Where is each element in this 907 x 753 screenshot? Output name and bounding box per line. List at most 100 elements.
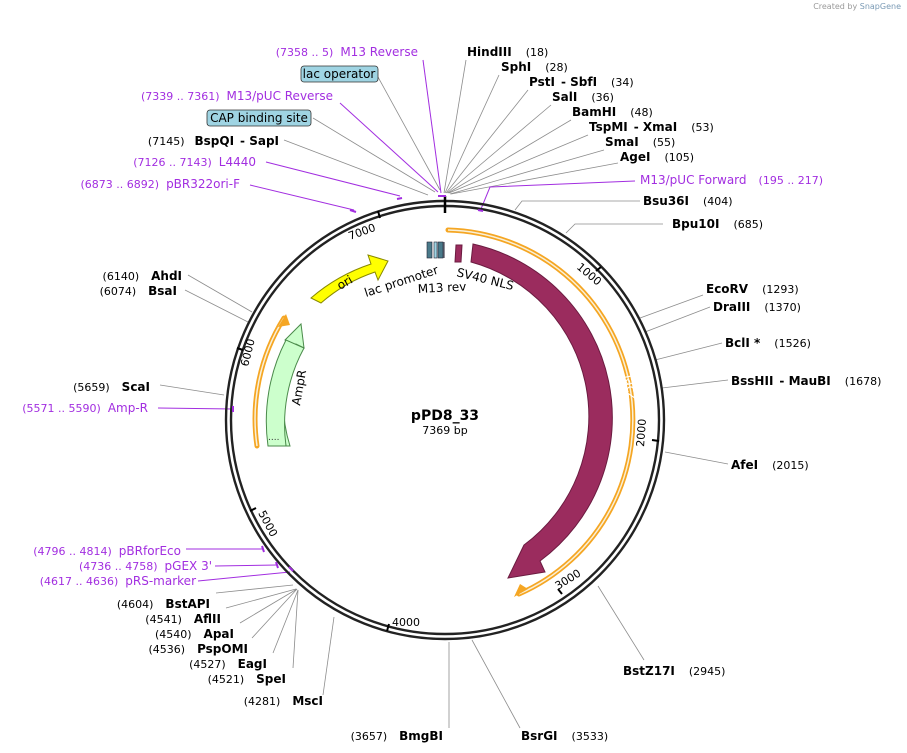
leader-sali (446, 104, 552, 194)
orange-arc-ampr-core (254, 317, 285, 447)
tick-7000 (377, 210, 381, 219)
enzyme-aflii: (4541)AflII (145, 612, 221, 626)
enzyme-pspomi: (4536)PspOMI (148, 642, 248, 656)
enzyme-bsu36i: Bsu36I(404) (643, 194, 733, 208)
primer-mark-pbrforeco (261, 545, 265, 553)
tick-3000 (557, 588, 563, 595)
leader-tspmi (448, 134, 589, 194)
enzyme-scai: (5659)ScaI (73, 380, 150, 394)
leader-scai (159, 384, 225, 396)
primer-prs-marker: (4617 .. 4636)pRS-marker (40, 574, 196, 588)
tick-label-7000: 7000 (347, 221, 378, 243)
leader-smai (449, 149, 605, 195)
enzyme-apai: (4540)ApaI (155, 627, 234, 641)
primer-pbr322ori: (6873 .. 6892)pBR322ori-F (81, 177, 241, 191)
ampr-body (265, 339, 305, 447)
leader-afei (664, 451, 729, 465)
enzyme-bspqi-sapi: (7145)BspQI- SapI (148, 134, 279, 148)
ori-label: ori (335, 273, 356, 293)
leader-ecorv (639, 294, 704, 319)
leader-ahdi (187, 274, 253, 313)
leader-hindiii (443, 59, 467, 194)
plasmid-name: pPD8_33 (411, 408, 479, 424)
orange-arc-lacz-head (514, 584, 528, 597)
leader-pspomi (251, 588, 298, 639)
leader-pbr322ori (249, 184, 355, 211)
primer-marks (232, 195, 484, 572)
leader-bstz17i (597, 585, 645, 661)
leader-draiii (644, 306, 711, 333)
credit-prefix: Created by (813, 2, 858, 11)
enzyme-afei: AfeI(2015) (731, 458, 809, 472)
leader-bstapi (215, 584, 294, 594)
primer-leader-lines (157, 59, 636, 582)
lac-operator-block (433, 241, 438, 259)
leader-bpu10i (565, 223, 663, 234)
primer-mark-m13fwd (477, 209, 484, 212)
enzyme-bcli: BclI *(1526) (725, 336, 811, 350)
enzyme-ecorv: EcoRV(1293) (706, 282, 799, 296)
lacz-label: lacZ (622, 373, 639, 401)
primer-mark-prs (288, 566, 294, 572)
leader-bcli (654, 342, 723, 361)
leader-prs (197, 571, 291, 582)
enzyme-tspmi-xmai: TspMI- XmaI(53) (589, 120, 714, 134)
leader-l4440 (265, 161, 401, 197)
plasmid-length: 7369 bp (422, 424, 467, 437)
leader-apai (239, 588, 298, 624)
cap-site-block (426, 241, 433, 259)
enzyme-bsrgi: BsrGI(3533) (521, 729, 608, 743)
primer-m13puc-forward: M13/pUC Forward(195 .. 217) (640, 173, 823, 187)
primer-mark-l4440 (396, 197, 403, 200)
tick-label-2000: 2000 (634, 418, 649, 447)
leader-sphi (444, 74, 500, 194)
lac-promoter-block (437, 241, 444, 259)
leader-bsrgi (471, 639, 521, 729)
credit-brand: SnapGene (859, 2, 901, 11)
primer-pbrforeco: (4796 .. 4814)pBRforEco (33, 544, 181, 558)
enzyme-bamhi: BamHI(48) (572, 105, 653, 119)
orange-arc-ampr-head (278, 314, 290, 327)
orange-arc-lacz-core (447, 229, 634, 595)
leader-eagi (272, 589, 299, 654)
leader-cap (312, 117, 436, 193)
primer-mark-pbr322 (349, 209, 357, 213)
leader-bsai (184, 289, 249, 323)
primer-mark-pgex (275, 561, 279, 569)
tick-5000 (249, 507, 257, 512)
enzyme-sali: SalI(36) (552, 90, 614, 104)
enzyme-bstapi: (4604)BstAPI (117, 597, 210, 611)
tick-label-4000: 4000 (392, 616, 420, 629)
leader-msci (322, 616, 335, 696)
snapgene-credit: Created by SnapGene (813, 2, 901, 11)
enzyme-draiii: DraIII(1370) (713, 300, 801, 314)
primer-l4440: (7126 .. 7143)L4440 (133, 155, 256, 169)
leader-bsshii (661, 379, 729, 389)
tick-1000 (595, 266, 602, 272)
enzyme-eagi: (4527)EagI (189, 657, 267, 671)
leader-bamhi (447, 119, 572, 194)
tick-4000 (386, 623, 390, 632)
enzyme-spei: (4521)SpeI (208, 672, 286, 686)
enzyme-bsshii-maubi: BssHII- MauBI(1678) (731, 374, 881, 388)
leader-bsu36i (514, 200, 640, 211)
enzyme-bmgbi: (3657)BmgBI (351, 729, 443, 743)
cap-binding-box (206, 109, 312, 127)
enzyme-smai: SmaI(55) (605, 135, 675, 149)
leader-bspqi (283, 139, 429, 196)
m13-rev-label: M13 rev (417, 279, 466, 296)
leader-pgex (214, 564, 278, 567)
leader-psti (445, 89, 529, 194)
ampr-label: AmpR (289, 369, 309, 407)
tick-6000 (236, 347, 244, 351)
leader-agei (450, 162, 619, 195)
enzyme-psti-sbfi: PstI- SbfI(34) (529, 75, 634, 89)
enzyme-bstz17i: BstZ17I(2945) (623, 664, 725, 678)
leader-m13puc-reverse (339, 102, 439, 193)
leader-lacop (377, 76, 441, 191)
sv40-nls-block (454, 244, 463, 263)
lacz-label-path: lacZ (622, 373, 639, 401)
lac-operator-box (300, 65, 379, 83)
leader-ampr-primer (157, 407, 234, 410)
primer-pgex: (4736 .. 4758)pGEX 3' (79, 559, 212, 573)
